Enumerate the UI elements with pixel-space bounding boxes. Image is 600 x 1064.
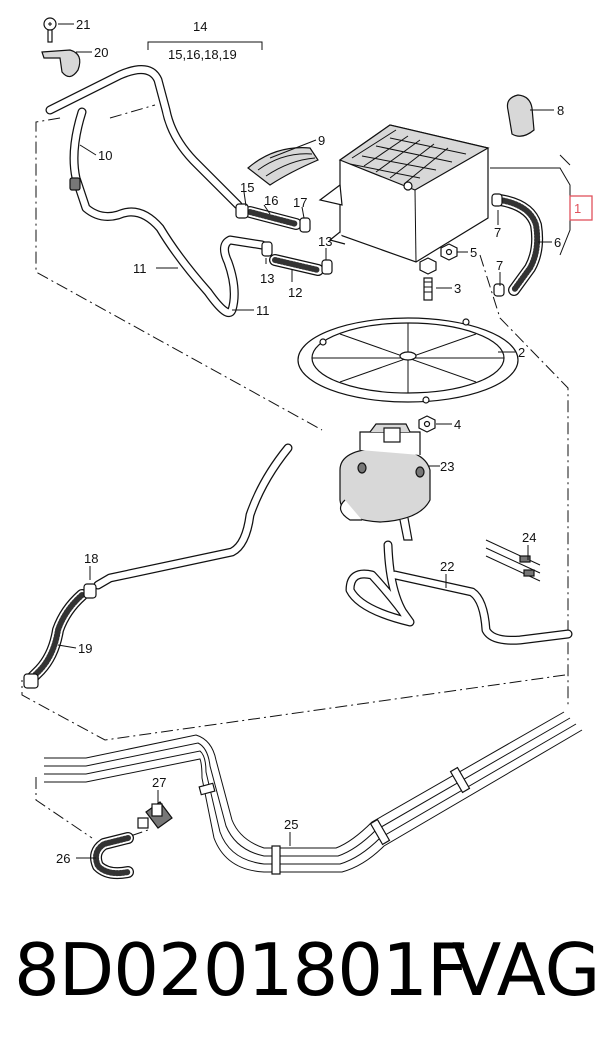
clamp-18: [83, 583, 97, 599]
clamp-17: [299, 217, 311, 233]
stud-3: [419, 257, 437, 301]
callout-26: 26: [56, 851, 70, 866]
canister-bracket: [318, 183, 343, 206]
sleeve-8: [506, 94, 535, 137]
canister-port: [403, 181, 413, 191]
callout-20: 20: [94, 45, 108, 60]
callout-7b: 7: [496, 258, 503, 273]
callout-13a: 13: [260, 271, 274, 286]
heat-shield-9: [247, 147, 319, 186]
leader-lines: [57, 23, 554, 859]
pressure-valve-23: [339, 423, 431, 541]
hose-14: [45, 65, 243, 210]
callout-17: 17: [293, 195, 307, 210]
hose-connector: [69, 177, 81, 191]
hose-19: [23, 583, 97, 689]
mounting-ring-2: [297, 317, 519, 404]
callout-9: 9: [318, 133, 325, 148]
callout-7a: 7: [494, 225, 501, 240]
clip-20: [41, 49, 81, 78]
callout-labels: 21 20 14 15,16,18,19 10 9 8 1 15 16 17 1…: [56, 17, 581, 866]
clamp-15: [235, 203, 249, 219]
callout-14-sub: 15,16,18,19: [168, 47, 237, 62]
brand-label: VAG: [452, 928, 600, 1012]
callout-11a: 11: [133, 261, 147, 276]
hose-10-11: [69, 107, 267, 318]
callout-18: 18: [84, 551, 98, 566]
hose-upper-long: [93, 443, 293, 590]
callout-8: 8: [557, 103, 564, 118]
callout-12: 12: [288, 285, 302, 300]
part-number: 8D0201801F: [14, 928, 468, 1012]
charcoal-canister: [318, 124, 490, 263]
callout-1-highlight: [569, 195, 593, 221]
nut-5: [440, 243, 458, 261]
callout-14: 14: [193, 19, 207, 34]
callout-21: 21: [76, 17, 90, 32]
callout-1: 1: [574, 201, 581, 216]
clamp-13-right: [321, 259, 333, 275]
hose-16: [244, 206, 302, 230]
callout-19: 19: [78, 641, 92, 656]
callout-2: 2: [518, 345, 525, 360]
clips-24: [485, 539, 541, 582]
boundary-lines: [21, 104, 569, 844]
nut-4: [418, 415, 436, 433]
clamps-small: [235, 203, 333, 275]
footer: 8D0201801F VAG: [0, 928, 600, 1038]
callout-6: 6: [554, 235, 561, 250]
callout-16: 16: [264, 193, 278, 208]
callout-1-bracket: [490, 154, 593, 256]
callout-11b: 11: [256, 303, 270, 318]
callout-4: 4: [454, 417, 461, 432]
fuel-lines-25: [44, 711, 583, 875]
check-valve-27: [137, 801, 173, 829]
clamp-7-bottom: [493, 283, 505, 297]
callout-22: 22: [440, 559, 454, 574]
hose-19-end: [23, 673, 39, 689]
callout-25: 25: [284, 817, 298, 832]
fuel-system-exploded-diagram: 21 20 14 15,16,18,19 10 9 8 1 15 16 17 1…: [21, 17, 593, 880]
clamp-13-left: [261, 241, 273, 257]
clamp-7-top: [491, 193, 503, 207]
callout-24: 24: [522, 530, 536, 545]
hose-12: [269, 254, 324, 276]
callout-10: 10: [98, 148, 112, 163]
callout-23: 23: [440, 459, 454, 474]
hose-26: [90, 832, 134, 880]
hose-6: [491, 193, 544, 297]
bolt-21: [43, 17, 57, 43]
callout-5: 5: [470, 245, 477, 260]
callout-27: 27: [152, 775, 166, 790]
callout-13b: 13: [318, 234, 332, 249]
callout-15: 15: [240, 180, 254, 195]
hose-22: [345, 540, 573, 645]
callout-3: 3: [454, 281, 461, 296]
